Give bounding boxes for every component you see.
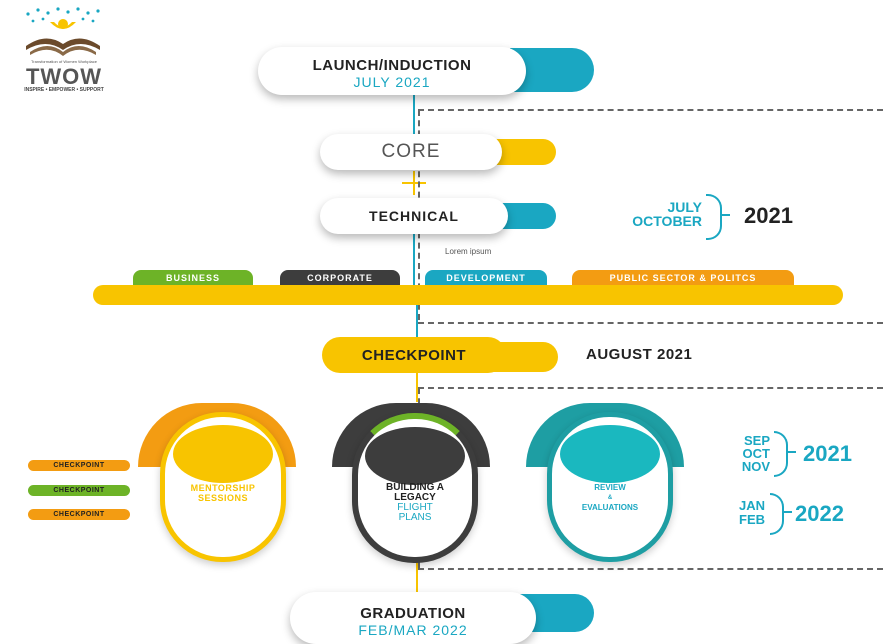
timeline-line-lower <box>416 300 418 345</box>
launch-date: JULY 2021 <box>353 74 431 90</box>
year-2022: 2022 <box>795 501 844 526</box>
brace-july-october <box>706 194 722 240</box>
logo-emblem-icon <box>26 7 100 56</box>
timeline-line-top <box>413 94 415 138</box>
lorem-text: Lorem ipsum <box>445 247 492 256</box>
mentorship-label: MENTORSHIP SESSIONS <box>165 483 281 503</box>
jan-feb-dates: JAN FEB <box>705 499 765 527</box>
track-public-sector: PUBLIC SECTOR & POLITCS <box>572 270 794 286</box>
technical-pill: TECHNICAL <box>320 198 508 234</box>
review-label: REVIEW & EVALUATIONS <box>552 483 668 513</box>
review-line1: REVIEW <box>594 483 626 492</box>
side-checkpoint-2: CHECKPOINT <box>28 485 130 496</box>
launch-title: LAUNCH/INDUCTION <box>312 57 472 74</box>
tracks-bar <box>93 285 843 305</box>
timeline-plus-icon <box>402 171 426 195</box>
logo: Transformation of Women Workplace TWOW I… <box>8 6 118 93</box>
core-pill: CORE <box>320 134 502 170</box>
brace-sep-nov-tip <box>786 451 796 453</box>
timeline-line-checkpoint <box>416 372 418 402</box>
legacy-line4: PLANS <box>398 512 432 523</box>
review-capsule: REVIEW & EVALUATIONS <box>547 412 673 562</box>
graduation-pill: GRADUATION FEB/MAR 2022 <box>290 592 536 644</box>
mentorship-line2: SESSIONS <box>197 493 248 503</box>
separator-3 <box>418 387 883 389</box>
timeline-line-mid <box>413 232 415 292</box>
nov-label: NOV <box>741 459 770 474</box>
sep-label: SEP <box>743 433 770 448</box>
review-line3: EVALUATIONS <box>581 503 639 512</box>
logo-small-text: Transformation of Women Workplace <box>31 59 97 64</box>
side-checkpoint-3: CHECKPOINT <box>28 509 130 520</box>
brace-jan-feb-tip <box>782 511 792 513</box>
logo-tagline: INSPIRE • EMPOWER • SUPPORT <box>24 87 104 93</box>
track-development: DEVELOPMENT <box>425 270 547 286</box>
jan-label: JAN <box>738 498 765 513</box>
launch-pill: LAUNCH/INDUCTION JULY 2021 <box>258 47 526 95</box>
oct-label: OCT <box>742 446 770 461</box>
checkpoint-pill: CHECKPOINT <box>322 337 506 373</box>
core-tab <box>496 139 556 165</box>
brace-july-october-tip <box>720 214 730 216</box>
mentorship-capsule: MENTORSHIP SESSIONS <box>160 412 286 562</box>
year-2021-a: 2021 <box>744 203 793 228</box>
separator-1 <box>418 109 883 111</box>
legacy-circle <box>365 427 465 485</box>
track-corporate: CORPORATE <box>280 270 400 286</box>
mentorship-line1: MENTORSHIP <box>190 483 256 493</box>
legacy-line2: LEGACY <box>394 492 436 503</box>
logo-name: TWOW <box>25 64 103 89</box>
legacy-line3: FLIGHT <box>397 502 433 513</box>
separator-2 <box>418 322 883 324</box>
legacy-line1: BUILDING A <box>386 482 444 493</box>
legacy-label: BUILDING A LEGACY FLIGHT PLANS <box>358 483 472 523</box>
july-label: JULY <box>667 199 702 215</box>
sep-nov-dates: SEP OCT NOV <box>710 434 770 473</box>
core-title: CORE <box>381 141 441 162</box>
timeline-line-bottom <box>416 545 418 593</box>
year-2021-b: 2021 <box>803 441 852 466</box>
checkpoint-title: CHECKPOINT <box>361 347 467 364</box>
legacy-capsule: BUILDING A LEGACY FLIGHT PLANS <box>352 413 478 563</box>
october-label: OCTOBER <box>632 213 702 229</box>
mentorship-circle <box>173 425 273 483</box>
brace-sep-nov <box>774 431 788 477</box>
feb-label: FEB <box>739 512 765 527</box>
graduation-date: FEB/MAR 2022 <box>358 622 468 638</box>
brace-jan-feb <box>770 493 784 535</box>
review-line2: & <box>607 495 613 501</box>
checkpoint-date: AUGUST 2021 <box>586 346 693 363</box>
side-checkpoint-1: CHECKPOINT <box>28 460 130 471</box>
graduation-title: GRADUATION <box>360 605 466 622</box>
technical-title: TECHNICAL <box>369 208 459 224</box>
track-business: BUSINESS <box>133 270 253 286</box>
july-october-dates: JULY OCTOBER <box>580 200 702 228</box>
separator-4 <box>418 568 883 570</box>
review-circle <box>560 425 660 483</box>
